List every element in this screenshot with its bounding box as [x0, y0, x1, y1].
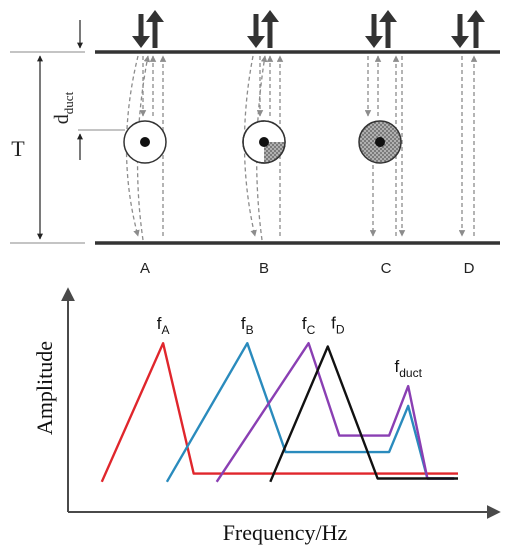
peak-label-duct: fduct — [394, 357, 422, 380]
position-b: B — [242, 10, 286, 277]
peak-label-c: fC — [302, 314, 316, 337]
position-a: A — [123, 10, 167, 277]
transducer-arrows-c — [365, 10, 397, 48]
transducer-arrows-d — [451, 10, 485, 48]
specimen-diagram: T dduct A — [10, 10, 500, 277]
wave-paths-d — [458, 55, 478, 237]
tendon-c — [375, 137, 385, 147]
wave-paths-c — [364, 55, 406, 237]
duct-depth-label: dduct — [51, 91, 76, 124]
peak-label-d: fD — [331, 314, 345, 337]
position-label-a: A — [140, 260, 150, 277]
position-label-d: D — [464, 260, 475, 277]
spectrum-line-d — [269, 345, 458, 483]
transducer-arrows-b — [247, 10, 279, 48]
x-axis-label: Frequency/Hz — [223, 520, 348, 545]
peak-label-b: fB — [241, 314, 254, 337]
thickness-dimension: T — [10, 51, 85, 244]
peak-label-layer: fA fB fC fD fduct — [157, 314, 423, 381]
position-label-b: B — [259, 260, 269, 277]
thickness-label: T — [11, 136, 25, 161]
transducer-arrows-a — [132, 10, 164, 48]
position-label-c: C — [381, 260, 392, 277]
spectrum-line-a — [100, 342, 458, 483]
peak-label-a: fA — [157, 314, 170, 337]
series-layer — [100, 342, 458, 483]
tendon-a — [140, 137, 150, 147]
spectrum-line-b — [165, 342, 455, 483]
spectrum-chart: Amplitude Frequency/Hz fA fB fC fD fduct — [32, 287, 501, 545]
duct-depth-dimension: dduct — [51, 20, 125, 160]
tendon-b — [259, 137, 269, 147]
y-axis-label: Amplitude — [32, 341, 57, 435]
position-c: C — [358, 10, 406, 277]
position-d: D — [451, 10, 485, 277]
